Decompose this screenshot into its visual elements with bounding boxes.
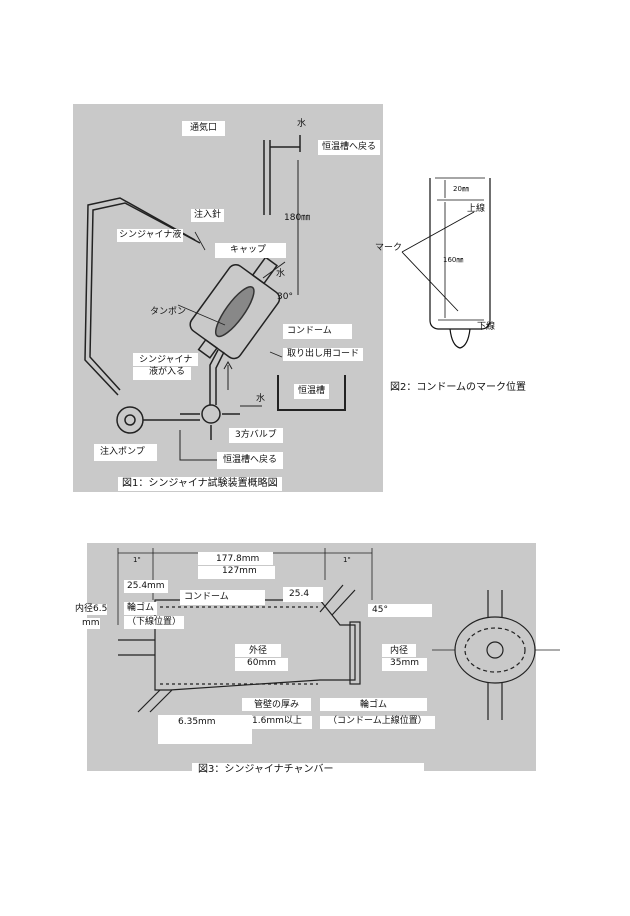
label-wall-2: 1.6mm以上 xyxy=(242,716,312,729)
label-return-top: 恒温槽へ戻る xyxy=(318,140,381,155)
three-way-valve xyxy=(201,404,221,424)
label-outer-2: 60mm xyxy=(235,658,288,671)
label-pump: 注入ポンプ xyxy=(94,444,157,461)
label-fluid-in-1: シンジャイナ xyxy=(133,353,199,366)
label-inner-left-1: 内径6.5 xyxy=(75,604,108,615)
label-lower-line: 下線 xyxy=(477,322,496,332)
label-inner-right-1: 内径 xyxy=(382,644,417,657)
label-needle: 注入針 xyxy=(191,209,225,222)
label-tampon: タンポン xyxy=(150,307,187,317)
label-wall-1: 管壁の厚み xyxy=(242,698,312,711)
label-vent: 通気口 xyxy=(182,121,226,136)
feed-tube xyxy=(84,197,196,396)
label-len-127: 127mm xyxy=(198,566,275,579)
label-mark: マーク xyxy=(375,243,403,253)
label-ring-2: （下線位置） xyxy=(124,616,185,629)
label-160mm: 160㎜ xyxy=(443,256,464,264)
label-20mm: 20㎜ xyxy=(453,185,469,193)
figure-1-photo xyxy=(73,104,383,492)
label-cap: キャップ xyxy=(215,243,287,258)
figure-3-caption: 図3：シンジャイナチャンバー xyxy=(192,763,424,777)
chamber xyxy=(189,256,281,360)
label-upper-line: 上線 xyxy=(467,204,486,214)
condom-outline xyxy=(429,178,491,330)
label-25-4mm: 25.4mm xyxy=(124,580,168,593)
label-cord: 取り出し用コード xyxy=(283,348,364,361)
label-ring-1: 輪ゴム xyxy=(124,602,158,615)
label-6-35mm: 6.35mm xyxy=(158,715,252,744)
label-inner-left-2: mm xyxy=(82,618,100,629)
figure-2-caption: 図2：コンドームのマーク位置 xyxy=(390,382,527,394)
label-valve: 3方バルブ xyxy=(229,428,283,443)
label-bath: 恒温槽 xyxy=(294,384,330,399)
end-view-outer xyxy=(454,616,536,684)
label-outer-1: 外径 xyxy=(235,644,282,657)
figure-1-caption: 図1：シンジャイナ試験装置概略図 xyxy=(118,477,282,491)
label-25-4: 25.4 xyxy=(283,587,324,602)
label-water-mid: 水 xyxy=(276,269,286,279)
label-angle-30: 30° xyxy=(277,292,293,302)
label-condom-3: コンドーム xyxy=(180,590,265,605)
label-len-177: 177.8mm xyxy=(198,552,274,565)
label-water-top: 水 xyxy=(297,119,307,129)
vent-tube xyxy=(263,140,271,215)
label-condom: コンドーム xyxy=(283,324,352,339)
label-water-bottom: 水 xyxy=(256,394,266,404)
label-ring-right-2: （コンドーム上線位置） xyxy=(320,716,435,729)
bath xyxy=(277,375,346,411)
label-inch-right: 1" xyxy=(343,556,351,564)
label-ring-right-1: 輪ゴム xyxy=(320,698,428,711)
label-length: 180㎜ xyxy=(284,213,311,223)
label-return-bottom: 恒温槽へ戻る xyxy=(217,452,284,469)
label-inch-left: 1" xyxy=(133,556,141,564)
label-fluid-in-2: 液が入る xyxy=(133,367,192,380)
label-angle-45: 45° xyxy=(368,604,432,617)
label-fluid: シンジャイナ液 xyxy=(117,229,184,242)
label-inner-right-2: 35mm xyxy=(382,658,427,671)
